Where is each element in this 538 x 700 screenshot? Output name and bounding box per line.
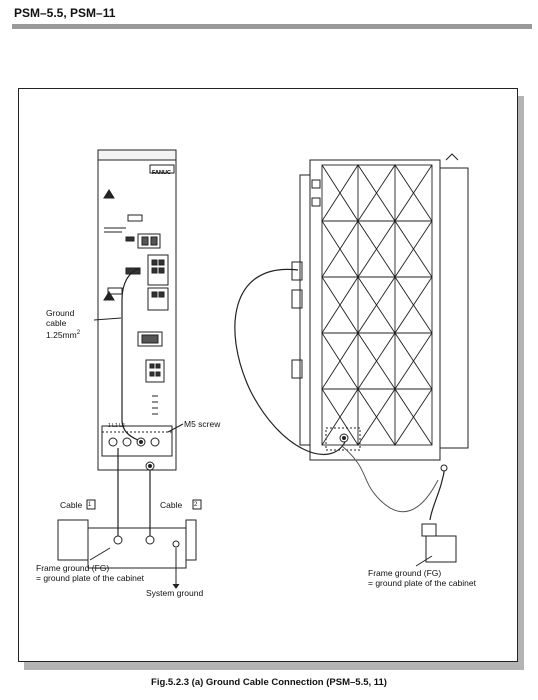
terminal-labels: 1 L1 L2 <box>108 423 125 429</box>
m5-screw-label: M5 screw <box>184 419 221 429</box>
cable-2-number: 2 <box>194 502 198 508</box>
figure-caption: Fig.5.2.3 (a) Ground Cable Connection (P… <box>151 677 387 688</box>
ground-cable-label-2: cable <box>46 318 67 328</box>
page-title: PSM–5.5, PSM–11 <box>14 6 116 20</box>
figure-frame <box>18 88 518 662</box>
system-ground-label: System ground <box>146 588 204 598</box>
fg-right-label-1: Frame ground (FG) <box>368 568 442 578</box>
cable-1-label: Cable <box>60 500 83 510</box>
module-brand: FANUC <box>152 170 171 176</box>
ground-cable-size: 1.25mm2 <box>46 329 81 340</box>
fg-left-label-1: Frame ground (FG) <box>36 563 110 573</box>
fg-right-label-2: = ground plate of the cabinet <box>368 578 476 588</box>
fg-left-label-2: = ground plate of the cabinet <box>36 573 144 583</box>
cable-1-number: 1 <box>88 502 92 508</box>
cable-2-label: Cable <box>160 500 183 510</box>
header-divider <box>12 24 532 29</box>
terminal-block <box>101 425 173 457</box>
ground-cable-label: Ground <box>46 308 75 318</box>
